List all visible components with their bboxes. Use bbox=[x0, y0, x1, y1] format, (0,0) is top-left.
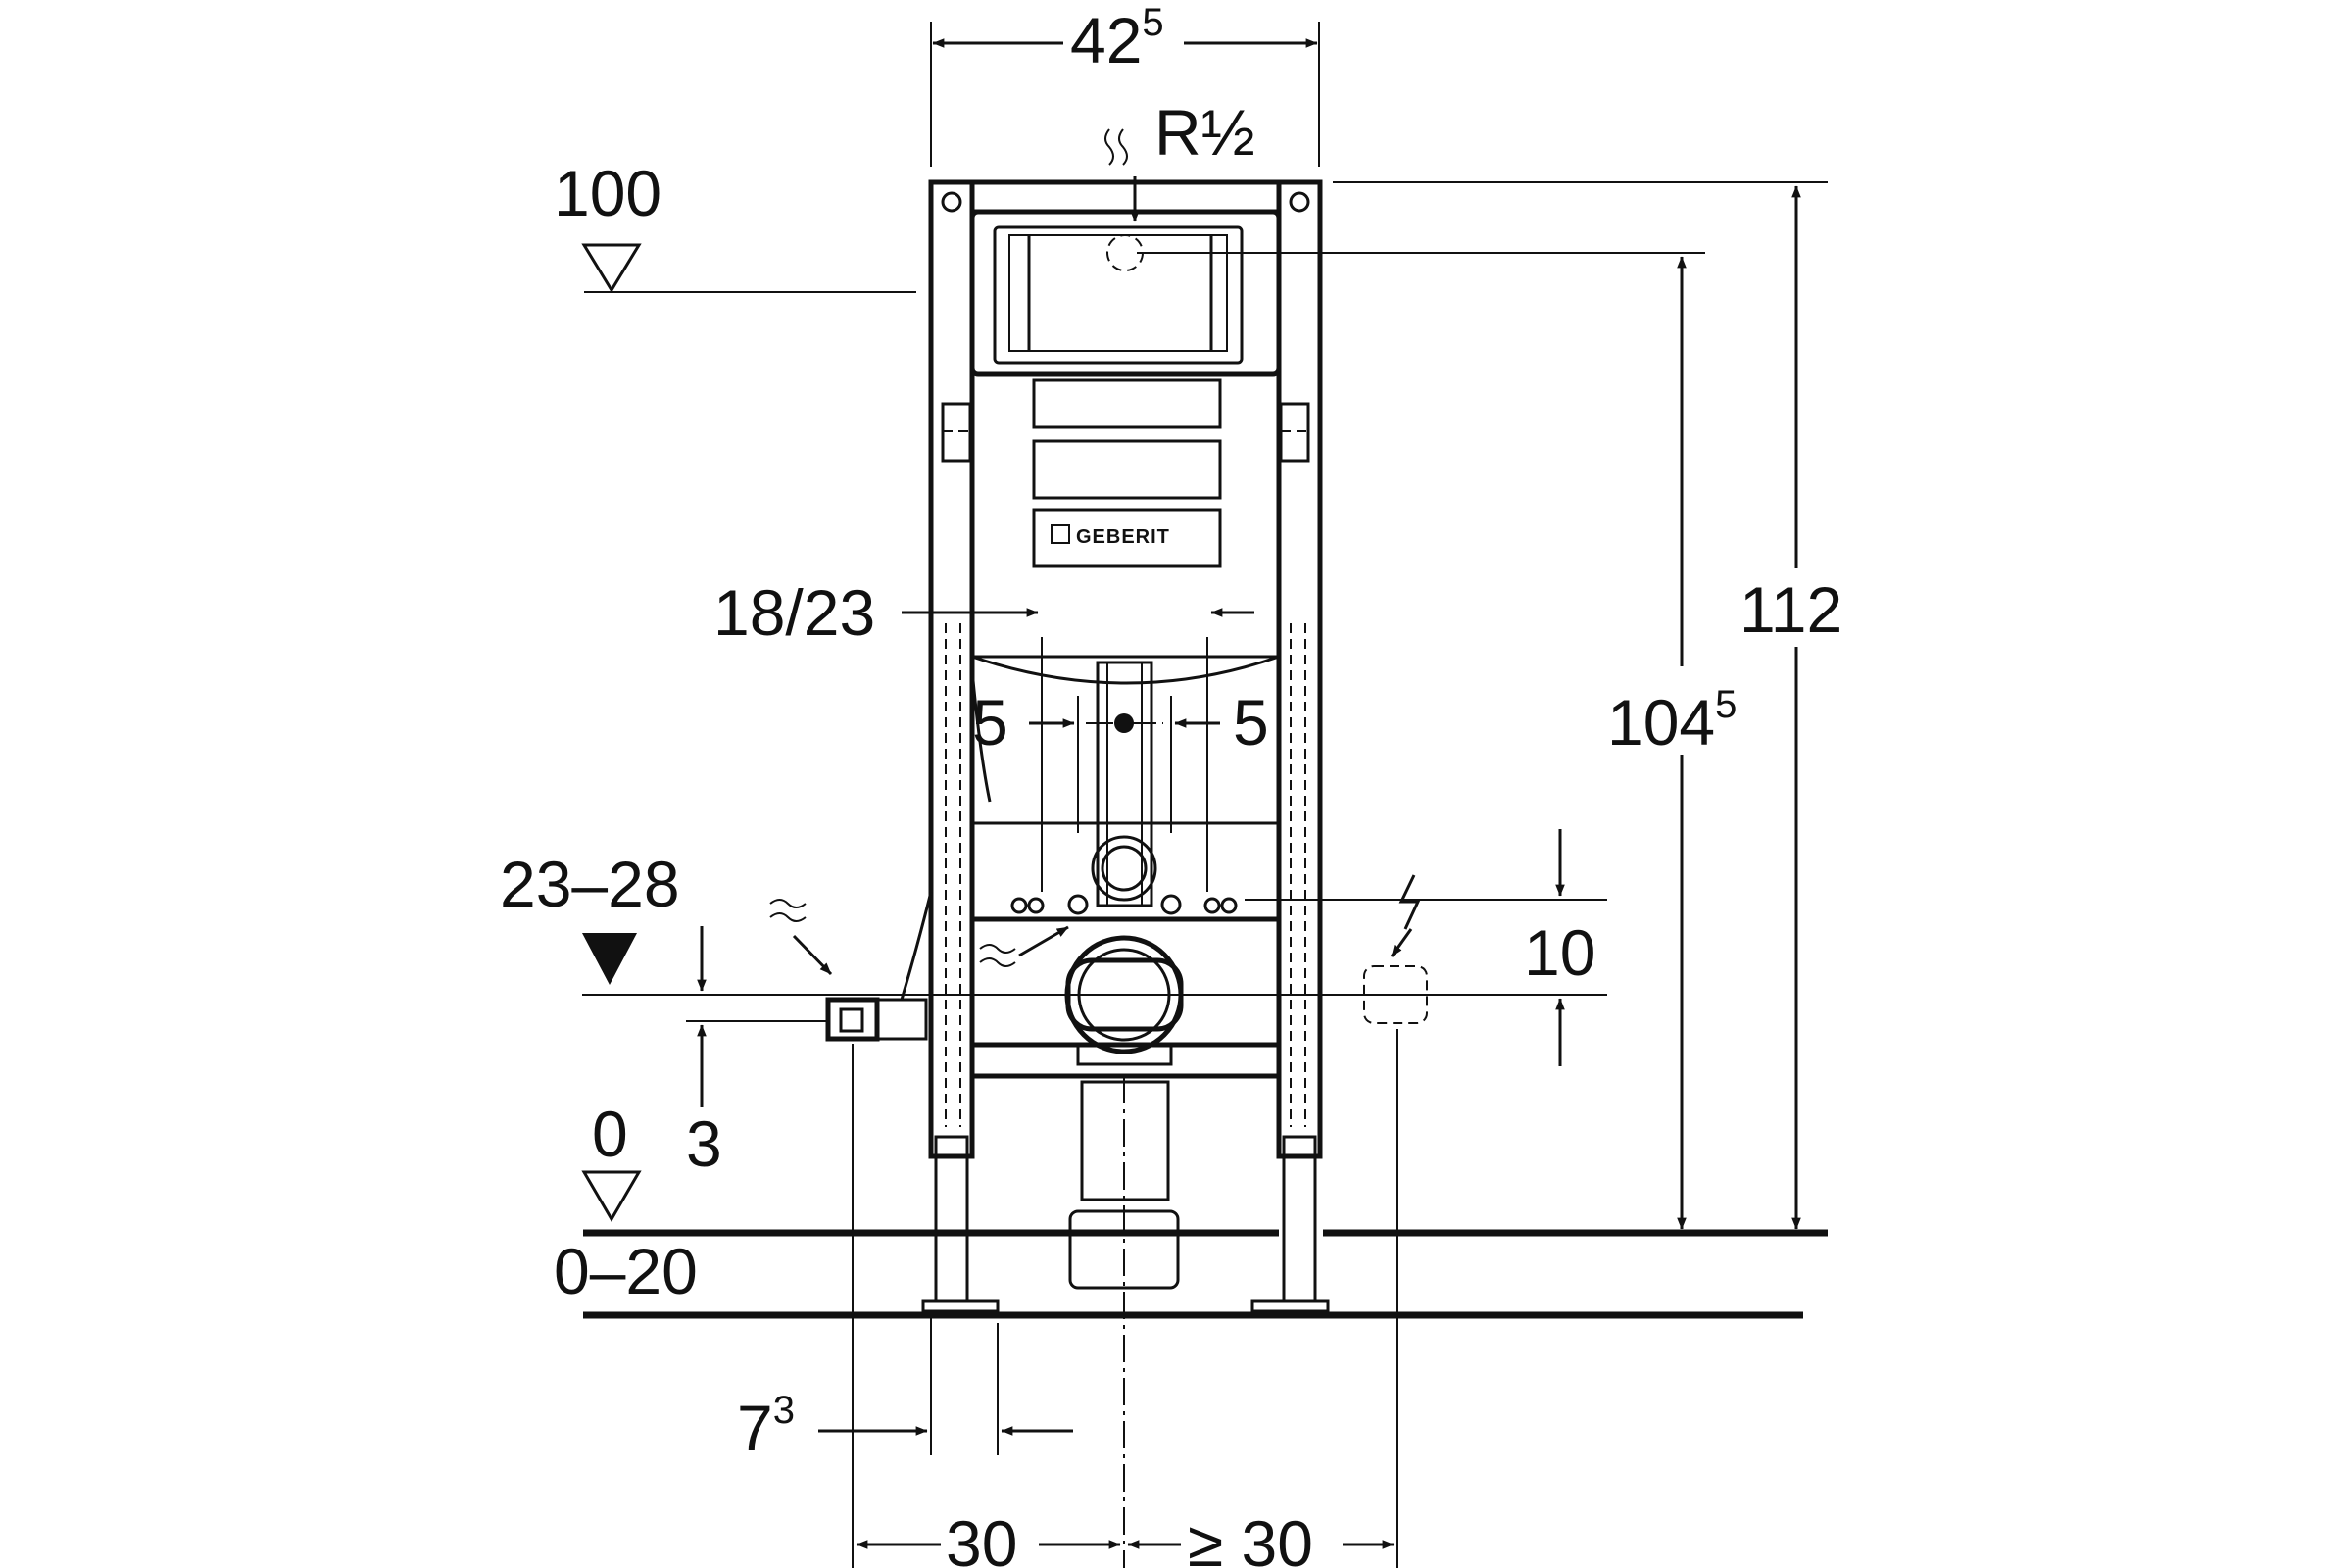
fixing-offset-right-label: 5 bbox=[1233, 686, 1269, 759]
water-supply-symbol bbox=[769, 128, 1144, 976]
flush-pipe-spacing-label: 18/23 bbox=[713, 576, 875, 649]
water-connection-label: R½ bbox=[1154, 96, 1255, 169]
floor-tolerance-label: 3 bbox=[686, 1107, 722, 1180]
foot-offset-label: 73 bbox=[737, 1389, 795, 1464]
electric-socket bbox=[1363, 874, 1428, 1024]
cistern: GEBERIT bbox=[969, 209, 1282, 685]
drain-center-right-label: ≥ 30 bbox=[1188, 1507, 1313, 1568]
cistern-height-label: 1045 bbox=[1607, 683, 1737, 759]
dimension-lines bbox=[581, 22, 1828, 1568]
floor-lines bbox=[583, 1229, 1828, 1319]
drain-center-left-label: 30 bbox=[946, 1507, 1017, 1568]
floor-level-label: 0 bbox=[592, 1098, 628, 1170]
socket-offset-label: 10 bbox=[1524, 916, 1595, 989]
fixing-offset-left-label: 5 bbox=[972, 686, 1008, 759]
total-height-label: 112 bbox=[1740, 573, 1842, 646]
geberit-logo: GEBERIT bbox=[1076, 526, 1170, 548]
floor-range-label: 0–20 bbox=[554, 1235, 698, 1307]
installation-frame bbox=[921, 179, 1330, 1313]
reference-level-label: 100 bbox=[554, 157, 662, 229]
water-connection-box bbox=[825, 891, 933, 1042]
flush-pipe bbox=[1010, 661, 1238, 915]
drain-height-range-label: 23–28 bbox=[500, 848, 680, 920]
frame-width-label: 425 bbox=[1070, 1, 1164, 76]
